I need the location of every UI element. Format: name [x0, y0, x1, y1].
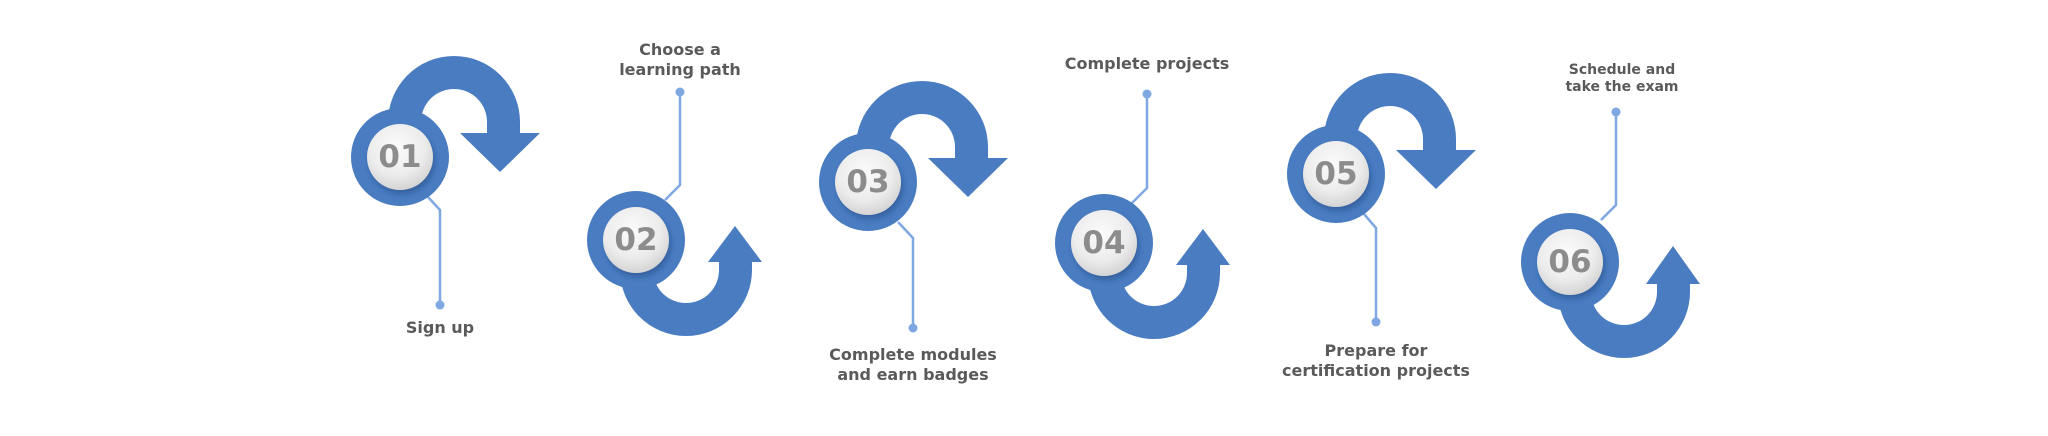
step-label: Prepare for certification projects: [1282, 341, 1470, 381]
step-label: Choose a learning path: [619, 40, 741, 80]
connector-line: [1363, 213, 1378, 322]
curved-over-down-arrow-icon: [1324, 73, 1476, 189]
step-badge: [1537, 229, 1603, 295]
step-number: 04: [1082, 225, 1126, 261]
step-label: Complete modules and earn badges: [829, 345, 997, 385]
step-number: 05: [1314, 156, 1358, 192]
step-label-line: Prepare for: [1324, 341, 1428, 360]
step-label: Sign up: [406, 318, 474, 338]
connector-line: [1600, 112, 1618, 221]
step-label-line: Complete modules: [829, 345, 997, 364]
connector-dot: [908, 323, 918, 333]
curved-over-down-arrow-icon: [856, 81, 1008, 197]
curved-under-up-arrow-icon: [1088, 229, 1230, 339]
connector-line: [664, 92, 682, 201]
connector-line: [1131, 94, 1149, 204]
step-label-line: learning path: [619, 60, 741, 79]
connector-line: [427, 196, 442, 305]
step-label-line: take the exam: [1565, 79, 1679, 95]
step-label: Schedule and take the exam: [1565, 62, 1678, 96]
step-badge: [1303, 141, 1369, 207]
step-5: [1287, 73, 1476, 327]
step-6: [1521, 107, 1700, 358]
connector-dot: [675, 87, 685, 97]
step-badge: [835, 149, 901, 215]
step-label: Complete projects: [1065, 54, 1230, 74]
curved-under-up-arrow-icon: [620, 226, 762, 336]
step-1: [351, 56, 540, 310]
step-badge: [367, 124, 433, 190]
step-label-line: Choose a: [639, 40, 721, 59]
step-label-line: and earn badges: [837, 365, 989, 384]
step-badge: [603, 207, 669, 273]
step-number: 01: [378, 139, 422, 175]
step-label-line: Complete projects: [1064, 54, 1230, 73]
connector-dot: [1611, 107, 1621, 117]
step-number: 06: [1548, 244, 1592, 280]
step-badge: [1071, 210, 1137, 276]
curved-under-up-arrow-icon: [1558, 246, 1700, 358]
step-4: [1055, 89, 1230, 339]
connector-dot: [1371, 317, 1381, 327]
connector-line: [897, 221, 915, 328]
step-number: 02: [614, 222, 658, 258]
step-label-line: certification projects: [1282, 361, 1470, 380]
step-2: [587, 87, 762, 336]
step-label-line: Sign up: [405, 318, 475, 337]
step-label-line: Schedule and: [1568, 62, 1676, 78]
connector-dot: [435, 300, 445, 310]
step-number: 03: [846, 164, 890, 200]
step-3: [819, 81, 1008, 333]
connector-dot: [1142, 89, 1152, 99]
curved-over-down-arrow-icon: [388, 56, 540, 172]
